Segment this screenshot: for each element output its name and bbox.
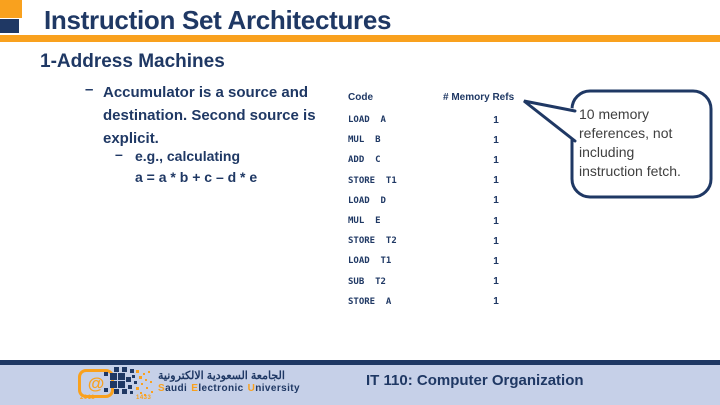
course-title: IT 110: Computer Organization [366,372,584,389]
table-cell-refs: 1 [493,114,499,126]
callout-text: 10 memory references, not including inst… [579,106,681,179]
table-header-memory-refs: # Memory Refs [443,92,515,103]
table-cell-refs: 1 [493,175,499,187]
table-row: LOAD D 1 [348,191,578,211]
seu-at-logo: @ [78,369,114,398]
callout-bubble-shape [522,89,713,199]
table-row: MUL B 1 [348,130,578,150]
memory-table-body: LOAD A 1 MUL B 1 ADD C 1 STORE T1 1 LOAD… [348,110,578,312]
table-cell-code: STORE T2 [348,236,397,247]
section-heading: 1-Address Machines [40,51,225,72]
page-title: Instruction Set Architectures [44,5,392,35]
table-row: LOAD A 1 [348,110,578,130]
table-row: LOAD T1 1 [348,251,578,271]
table-cell-refs: 1 [493,215,499,227]
bullet-dash: – [85,81,94,98]
table-cell-code: SUB T2 [348,276,386,287]
table-row: SUB T2 1 [348,272,578,292]
table-cell-code: MUL B [348,135,381,146]
table-cell-refs: 1 [493,154,499,166]
logo-year-hijri: 1433 [136,395,152,401]
table-cell-code: MUL E [348,216,381,227]
table-row: ADD C 1 [348,150,578,170]
table-cell-refs: 1 [493,134,499,146]
table-cell-refs: 1 [493,235,499,247]
sub-bullet-line-2: a = a * b + c – d * e [135,169,258,185]
university-name-arabic: الجامعة السعودية الالكترونية [158,370,285,382]
table-row: MUL E 1 [348,211,578,231]
logo-pixel-chip [104,372,108,376]
table-cell-refs: 1 [493,255,499,267]
sub-bullet-text: e.g., calculating a = a * b + c – d * e [135,146,257,188]
table-header-code: Code [348,92,373,103]
table-cell-code: STORE A [348,296,392,307]
footer-divider-line [0,360,720,365]
bullet-text: Accumulator is a source and destination.… [103,84,316,147]
corner-navy-block [0,19,19,33]
title-underline-rule [0,35,720,42]
table-cell-code: LOAD T1 [348,256,392,267]
table-cell-code: LOAD D [348,195,386,206]
corner-orange-block [0,0,22,18]
logo-pixel-chip [104,388,108,392]
table-cell-refs: 1 [493,276,499,288]
pixel-mosaic-graphic [110,367,153,396]
sub-bullet-line-1: e.g., calculating [135,148,241,164]
logo-year-gregorian: 2011 [80,395,96,401]
sub-bullet-dash: – [115,146,123,162]
table-cell-refs: 1 [493,195,499,207]
table-cell-code: LOAD A [348,115,386,126]
table-cell-code: ADD C [348,155,381,166]
table-row: STORE A 1 [348,292,578,312]
table-cell-refs: 1 [493,296,499,308]
table-row: STORE T1 1 [348,171,578,191]
table-row: STORE T2 1 [348,231,578,251]
table-cell-code: STORE T1 [348,175,397,186]
